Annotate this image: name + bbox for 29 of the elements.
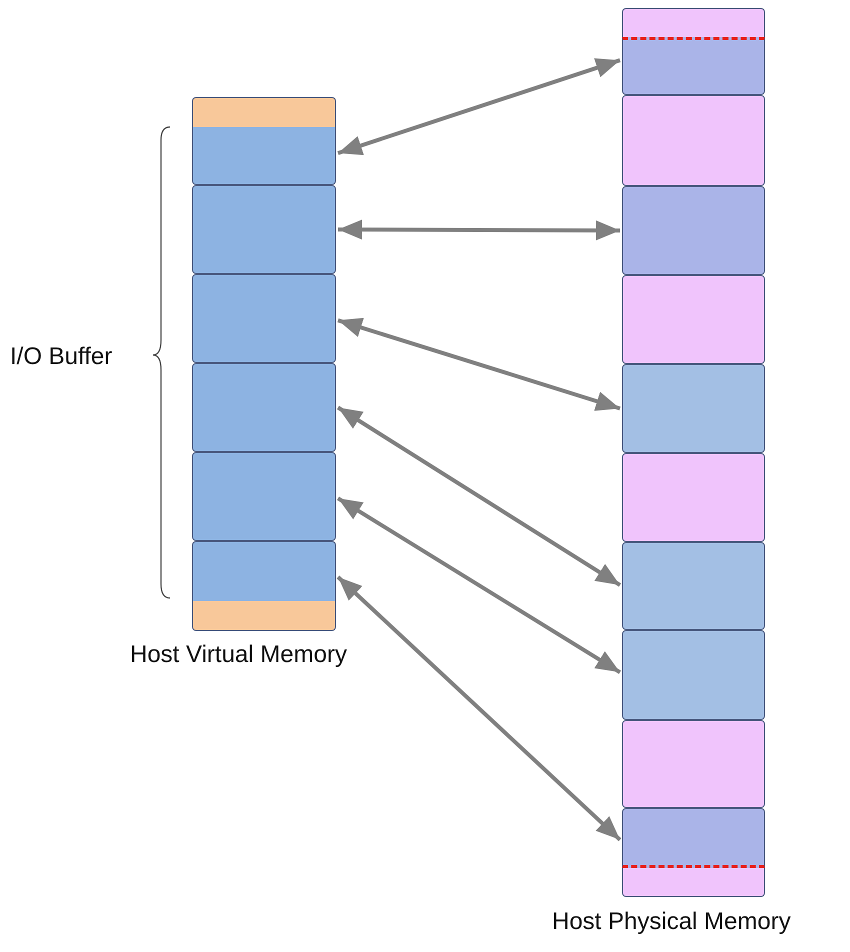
double-arrow	[338, 220, 620, 240]
column-caption: Host Virtual Memory	[130, 641, 347, 669]
double-arrow	[336, 576, 622, 842]
double-arrow	[337, 318, 621, 411]
memory-block	[622, 868, 765, 897]
memory-block	[622, 453, 765, 542]
memory-block	[622, 186, 765, 275]
memory-block	[192, 185, 336, 274]
double-arrow	[337, 58, 621, 156]
double-arrow	[336, 406, 622, 587]
memory-block	[622, 95, 765, 186]
memory-block	[622, 720, 765, 808]
memory-block	[622, 275, 765, 364]
memory-block	[622, 630, 765, 720]
memory-block	[622, 808, 765, 868]
memory-block	[192, 363, 336, 452]
memory-block	[622, 364, 765, 453]
memory-block	[192, 97, 336, 127]
memory-block	[622, 542, 765, 630]
memory-block	[192, 601, 336, 631]
memory-block	[192, 452, 336, 541]
bracket-label: I/O Buffer	[10, 343, 112, 371]
column-caption: Host Physical Memory	[552, 908, 791, 936]
memory-block	[622, 8, 765, 37]
memory-block	[192, 127, 336, 185]
double-arrow	[336, 496, 622, 674]
memory-block	[192, 541, 336, 601]
memory-block	[192, 274, 336, 363]
memory-block	[622, 37, 765, 95]
